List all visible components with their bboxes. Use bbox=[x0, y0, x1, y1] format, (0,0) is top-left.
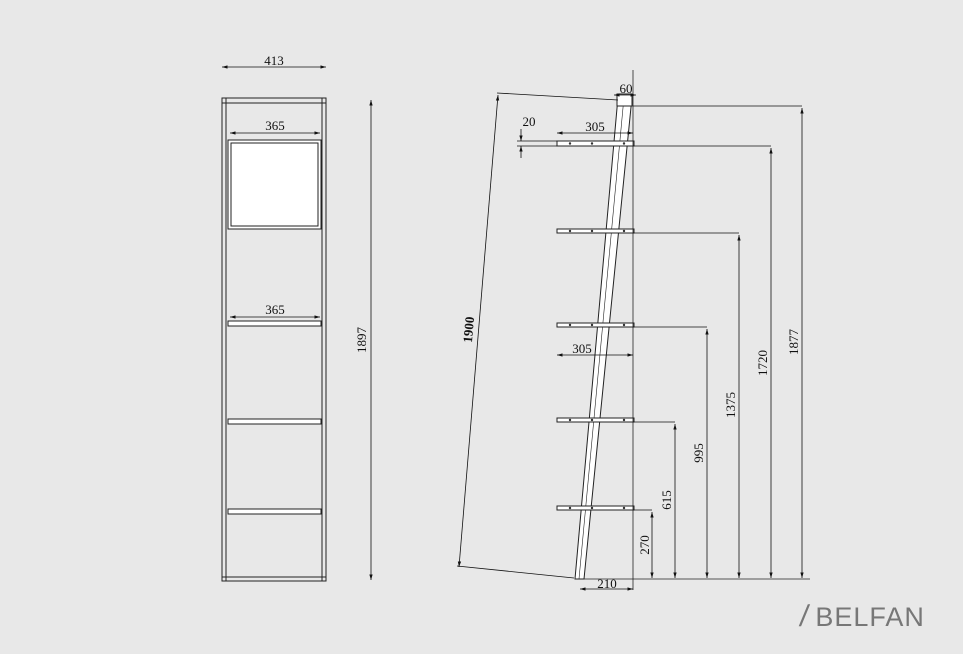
label-mid-shelf-width: 365 bbox=[265, 302, 285, 317]
front-shelf-3 bbox=[227, 508, 322, 515]
front-frame bbox=[221, 97, 327, 582]
side-shelf-2 bbox=[556, 228, 635, 234]
dim-line-ladder-length bbox=[457, 94, 500, 568]
label-height-h5: 1720 bbox=[755, 350, 770, 376]
brand-logo: / BELFAN bbox=[797, 600, 925, 634]
front-shelf-1 bbox=[227, 320, 322, 327]
side-screws bbox=[568, 142, 626, 510]
label-top-depth: 60 bbox=[620, 81, 633, 96]
label-top-shelf-depth: 305 bbox=[585, 119, 605, 134]
front-shelf-2 bbox=[227, 418, 322, 425]
side-shelf-5 bbox=[556, 505, 635, 511]
side-shelf-4 bbox=[556, 417, 635, 423]
side-shelf-3 bbox=[556, 322, 635, 328]
label-overall-width: 413 bbox=[264, 53, 284, 68]
label-ladder-length: 1900 bbox=[460, 316, 477, 343]
side-shelf-1 bbox=[556, 140, 635, 147]
label-height-h2: 615 bbox=[659, 490, 674, 510]
brand-name: BELFAN bbox=[815, 601, 925, 632]
label-mid-shelf-depth: 305 bbox=[572, 341, 592, 356]
front-dimensions bbox=[222, 65, 373, 580]
side-view bbox=[556, 70, 810, 590]
label-top-shelf-width: 365 bbox=[265, 118, 285, 133]
dim-ext-ladder-top bbox=[496, 92, 619, 101]
brand-slash-mark: / bbox=[797, 600, 812, 633]
dim-ext-ladder-bottom bbox=[456, 565, 575, 579]
label-base-depth: 210 bbox=[597, 576, 617, 591]
label-height-h4: 1375 bbox=[723, 392, 738, 418]
label-panel-thickness: 20 bbox=[523, 114, 536, 129]
label-height-h1: 270 bbox=[637, 535, 652, 555]
front-view bbox=[221, 97, 327, 582]
label-overall-height: 1897 bbox=[354, 327, 369, 354]
label-height-h6: 1877 bbox=[786, 329, 801, 356]
label-height-h3: 995 bbox=[691, 443, 706, 463]
side-dimensions bbox=[456, 92, 804, 591]
